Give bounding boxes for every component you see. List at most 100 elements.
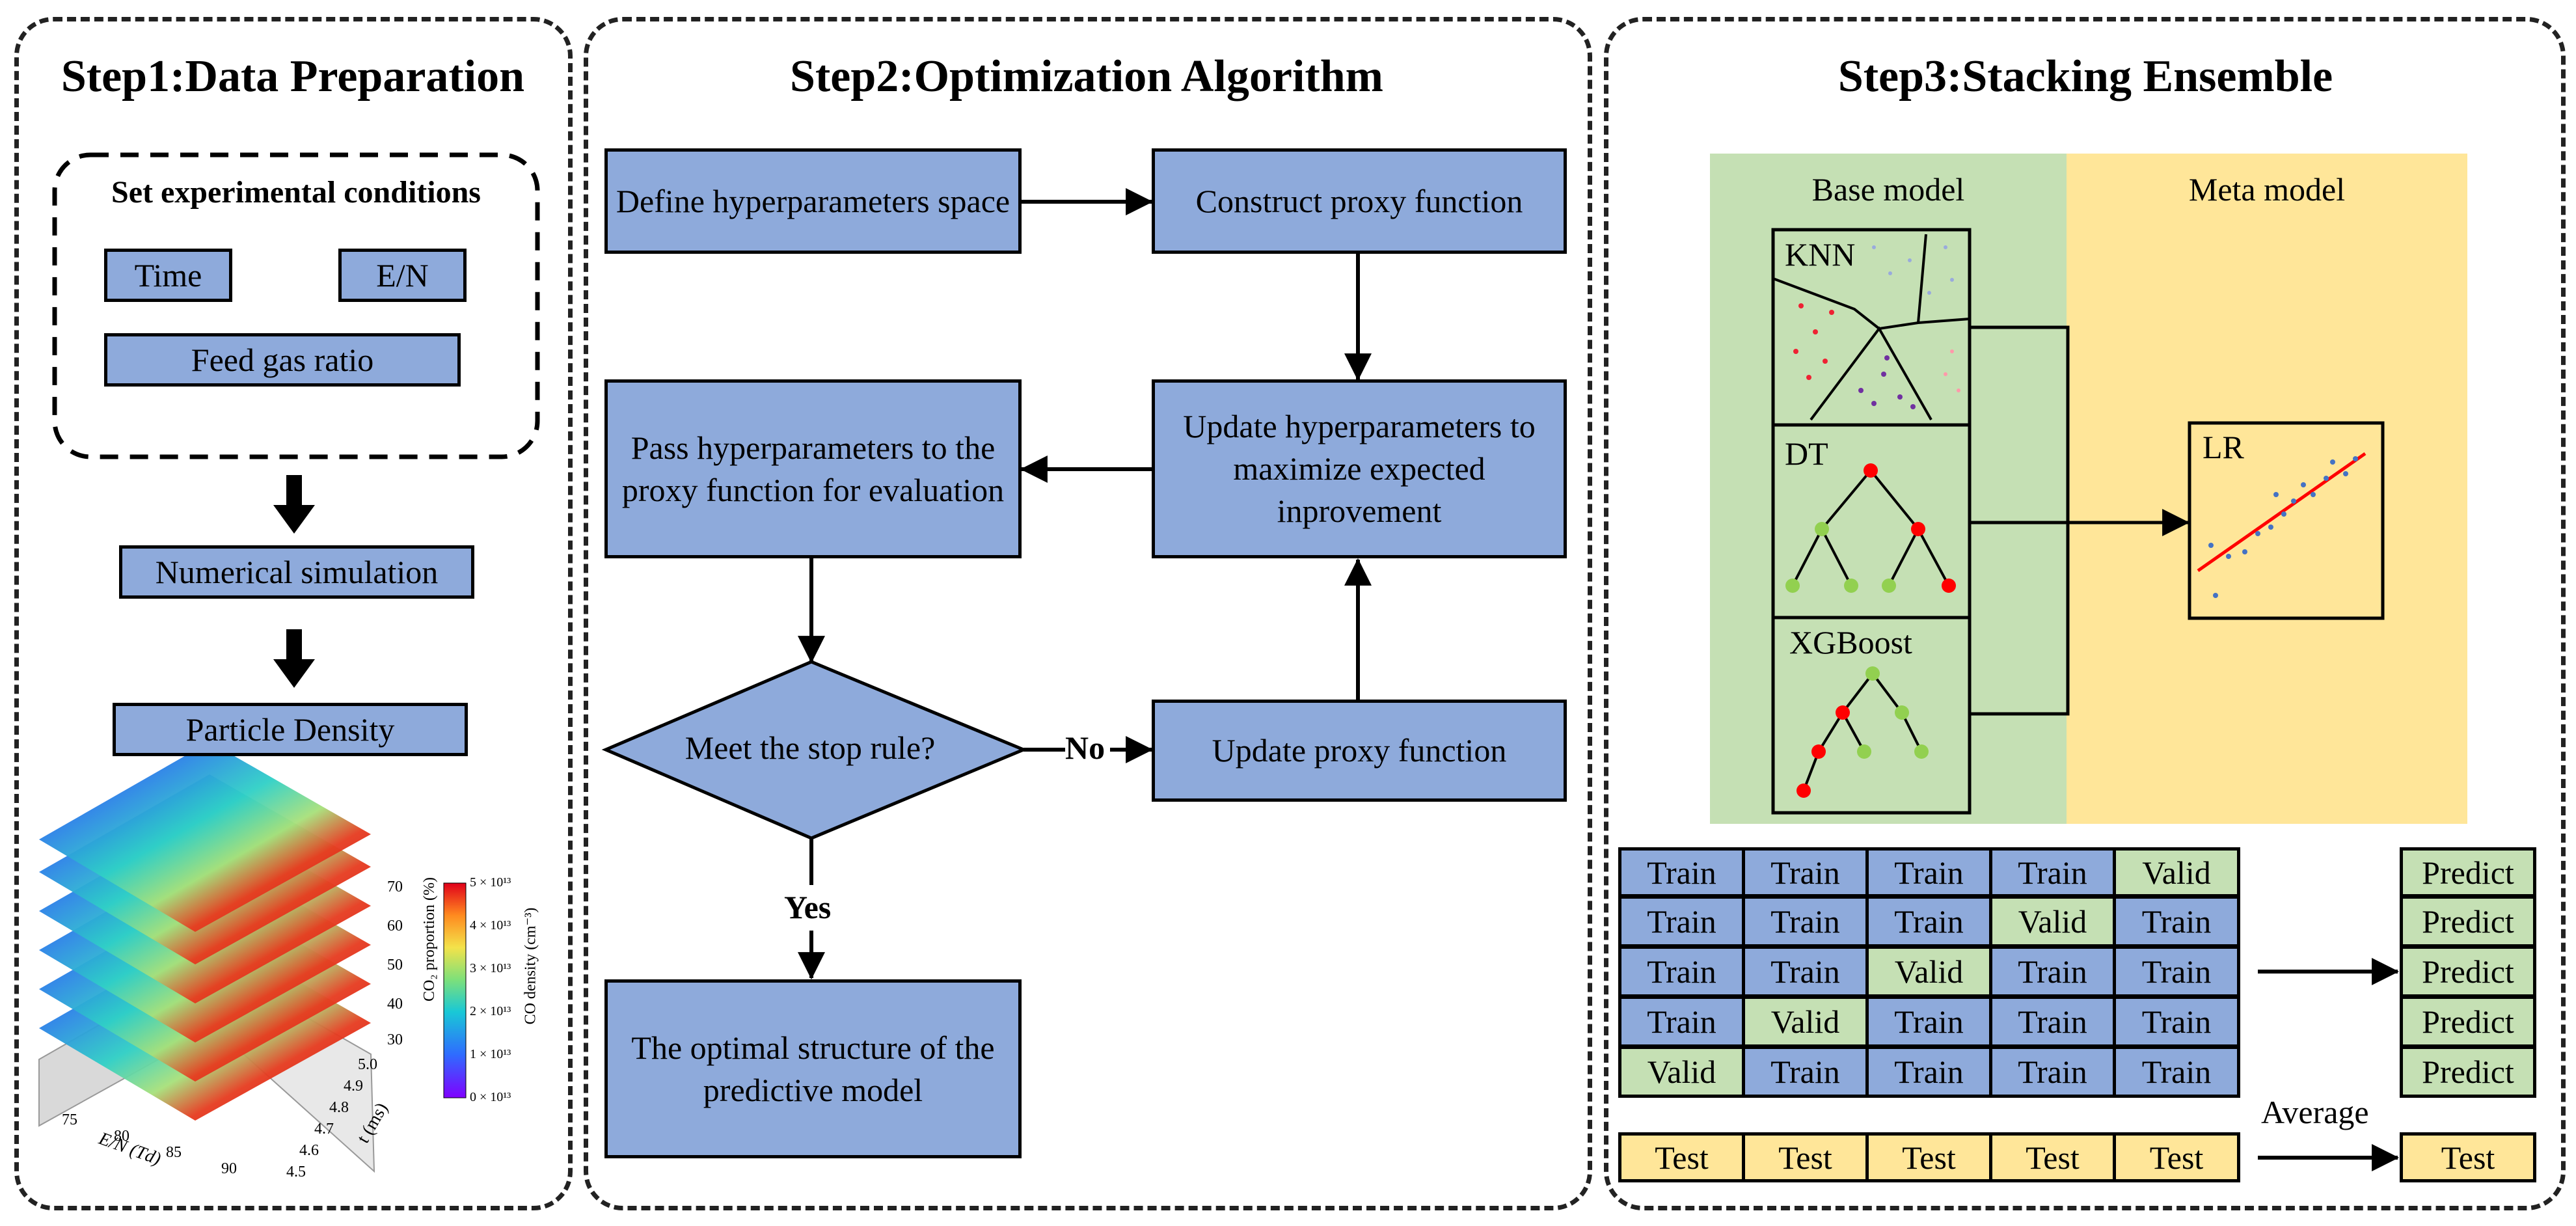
- fold-cell: Train: [1742, 946, 1869, 998]
- yes-label: Yes: [784, 889, 832, 925]
- knn-to-meta: [1970, 325, 2070, 716]
- colorbar-tick: 3 × 10¹³: [470, 961, 511, 975]
- y-tick: 4.6: [299, 1142, 319, 1159]
- y-tick: 4.5: [286, 1164, 306, 1180]
- fold-cell: Train: [2113, 946, 2240, 998]
- en-box: E/N: [338, 249, 467, 302]
- fold-cell: Train: [1989, 946, 2116, 998]
- feed-gas-ratio-box: Feed gas ratio: [104, 333, 461, 387]
- particle-density-box: Particle Density: [113, 703, 468, 756]
- fold-cell: Train: [2113, 996, 2240, 1048]
- z-tick: 50: [387, 957, 403, 974]
- lr-label: LR: [2203, 429, 2244, 465]
- y-tick: 4.8: [329, 1099, 349, 1116]
- stacked-density-plot: [38, 742, 467, 1173]
- step2-title: Step2:Optimization Algorithm: [790, 51, 1383, 102]
- z-tick: 30: [387, 1031, 403, 1048]
- fold-cell: Train: [1742, 847, 1869, 897]
- knn-voronoi: [1772, 234, 1970, 421]
- z-tick: 40: [387, 996, 403, 1013]
- colorbar-label: CO density (cm⁻³): [522, 907, 539, 1025]
- knn-points: [1793, 245, 1960, 409]
- meta-model-label: Meta model: [2188, 171, 2346, 208]
- define-hyperparameters-box: Define hyperparameters space: [604, 148, 1022, 254]
- time-box: Time: [104, 249, 232, 302]
- fold-cell: Train: [1742, 895, 1869, 947]
- x-tick: 80: [114, 1128, 129, 1145]
- fold-cell: Train: [1989, 847, 2116, 897]
- dt-tree: [1785, 463, 1956, 593]
- colorbar-tick: 2 × 10¹³: [470, 1004, 511, 1018]
- predict-cell: Predict: [2400, 895, 2536, 947]
- stop-rule-diamond: [601, 660, 1028, 840]
- plot-zlabel: CO₂ proportion (%): [421, 877, 439, 1002]
- step2-panel: [584, 17, 1592, 1210]
- z-tick: 60: [387, 918, 403, 934]
- base-model-label: Base model: [1811, 171, 1965, 208]
- fold-cell: Valid: [1742, 996, 1869, 1048]
- fold-cell: Train: [1865, 1046, 1992, 1098]
- fold-cell: Valid: [2113, 847, 2240, 897]
- update-hyperparameters-box: Update hyperparameters to maximize expec…: [1152, 379, 1567, 558]
- z-tick: 70: [387, 879, 403, 895]
- down-arrow-1: [273, 475, 315, 534]
- fold-cell: Train: [2113, 1046, 2240, 1098]
- construct-proxy-box: Construct proxy function: [1152, 148, 1567, 254]
- y-tick: 5.0: [358, 1056, 377, 1073]
- stop-rule-label: Meet the stop rule?: [685, 729, 936, 766]
- fold-cell: Valid: [1865, 946, 1992, 998]
- step1-title: Step1:Data Preparation: [61, 51, 525, 102]
- lr-points: [2208, 456, 2358, 598]
- predict-cell: Predict: [2400, 946, 2536, 998]
- fold-cell: Train: [1989, 1046, 2116, 1098]
- test-output-cell: Test: [2400, 1132, 2536, 1182]
- step1-panel: [14, 17, 573, 1210]
- test-cell: Test: [1865, 1132, 1992, 1182]
- meta-model-background: [2067, 154, 2467, 824]
- colorbar-tick: 5 × 10¹³: [470, 875, 511, 890]
- xgb-tree: [1796, 666, 1929, 798]
- predict-cell: Predict: [2400, 996, 2536, 1048]
- colorbar-tick: 0 × 10¹³: [470, 1090, 511, 1104]
- fold-cell: Valid: [1989, 895, 2116, 947]
- average-label: Average: [2261, 1094, 2369, 1130]
- colorbar-tick: 4 × 10¹³: [470, 918, 511, 933]
- step3-title: Step3:Stacking Ensemble: [1837, 51, 2333, 102]
- y-tick: 4.7: [314, 1121, 334, 1137]
- xgboost-label: XGBoost: [1789, 624, 1912, 661]
- fold-cell: Train: [1618, 847, 1745, 897]
- x-tick: 90: [221, 1160, 237, 1177]
- fold-cell: Train: [2113, 895, 2240, 947]
- no-label: No: [1065, 729, 1105, 766]
- predict-cell: Predict: [2400, 847, 2536, 897]
- dt-label: DT: [1785, 435, 1828, 472]
- lr-box: [2188, 421, 2385, 620]
- test-cell: Test: [1742, 1132, 1869, 1182]
- lr-fit-line: [2197, 452, 2366, 573]
- fold-cell: Train: [1865, 996, 1992, 1048]
- x-tick: 85: [166, 1144, 182, 1161]
- optimal-structure-box: The optimal structure of the predictive …: [604, 979, 1022, 1158]
- fold-cell: Train: [1989, 996, 2116, 1048]
- predict-cell: Predict: [2400, 1046, 2536, 1098]
- test-cell: Test: [1989, 1132, 2116, 1182]
- fold-cell: Train: [1742, 1046, 1869, 1098]
- numerical-simulation-box: Numerical simulation: [119, 545, 474, 599]
- conditions-title: Set experimental conditions: [111, 175, 481, 210]
- fold-cell: Train: [1618, 946, 1745, 998]
- fold-cell: Train: [1618, 895, 1745, 947]
- fold-cell: Train: [1865, 895, 1992, 947]
- step3-panel: [1604, 17, 2566, 1210]
- test-cell: Test: [1618, 1132, 1745, 1182]
- conditions-group: [52, 152, 540, 459]
- pass-hyperparameters-box: Pass hyperparameters to the proxy functi…: [604, 379, 1022, 558]
- x-tick: 75: [62, 1111, 77, 1128]
- y-tick: 4.9: [344, 1078, 363, 1095]
- knn-label: KNN: [1785, 236, 1856, 273]
- fold-cell: Train: [1618, 996, 1745, 1048]
- update-proxy-box: Update proxy function: [1152, 700, 1567, 802]
- test-cell: Test: [2113, 1132, 2240, 1182]
- base-model-background: [1710, 154, 2067, 824]
